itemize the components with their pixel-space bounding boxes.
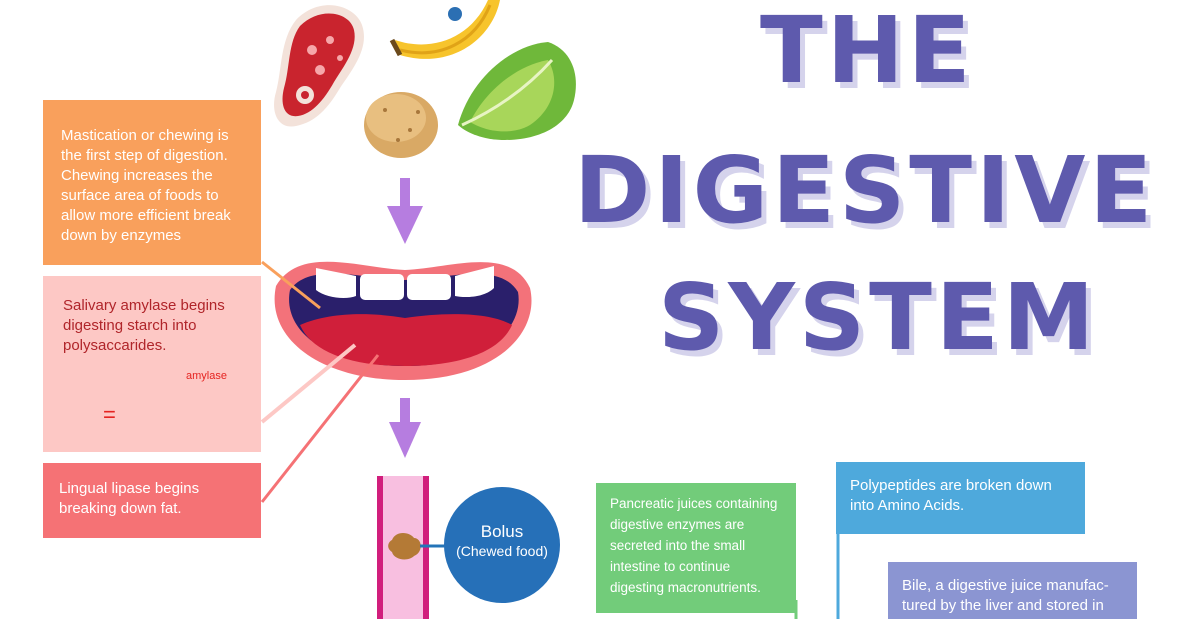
bile-box: Bile, a digestive juice manufac-tured by… — [888, 562, 1137, 619]
lipase-text: Lingual lipase begins breaking down fat. — [59, 480, 200, 517]
food-lump-icon — [388, 533, 447, 560]
polypeptides-text: Polypeptides are broken down into Amino … — [850, 477, 1052, 514]
connector-lipase — [260, 354, 380, 503]
lipase-box: Lingual lipase begins breaking down fat. — [43, 463, 261, 538]
mouth-icon — [274, 261, 532, 380]
title-line-1: THE — [760, 0, 975, 104]
connector-amylase — [260, 343, 357, 424]
down-arrow-2-icon — [389, 398, 421, 458]
bolus-subtitle: (Chewed food) — [456, 543, 548, 559]
bile-text: Bile, a digestive juice manufac-tured by… — [902, 577, 1109, 614]
banana-icon — [389, 0, 500, 59]
down-arrow-1-icon — [387, 178, 423, 244]
meat-icon — [274, 5, 364, 127]
amylase-text: Salivary amylase begins digesting starch… — [63, 297, 225, 354]
title-line-3: SYSTEM — [658, 264, 1099, 371]
connector-mastication — [261, 260, 321, 310]
mastication-box: Mastication or chewing is the first step… — [43, 100, 261, 265]
pancreatic-box: Pancreatic juices containing digestive e… — [596, 483, 796, 613]
polypeptides-box: Polypeptides are broken down into Amino … — [836, 462, 1085, 534]
amylase-label: amylase — [186, 370, 227, 382]
bolus-title: Bolus — [480, 522, 524, 541]
bolus-label: Bolus (Chewed food) — [444, 522, 560, 560]
pancreatic-text: Pancreatic juices containing digestive e… — [610, 496, 778, 595]
equals-sign: = — [103, 402, 116, 427]
amylase-box: Salivary amylase begins digesting starch… — [43, 276, 261, 452]
bolus-circle — [444, 487, 560, 603]
potato-icon — [364, 92, 438, 158]
mastication-text: Mastication or chewing is the first step… — [61, 127, 231, 244]
title-line-2: DIGESTIVE — [574, 137, 1157, 244]
lettuce-icon — [458, 42, 576, 140]
